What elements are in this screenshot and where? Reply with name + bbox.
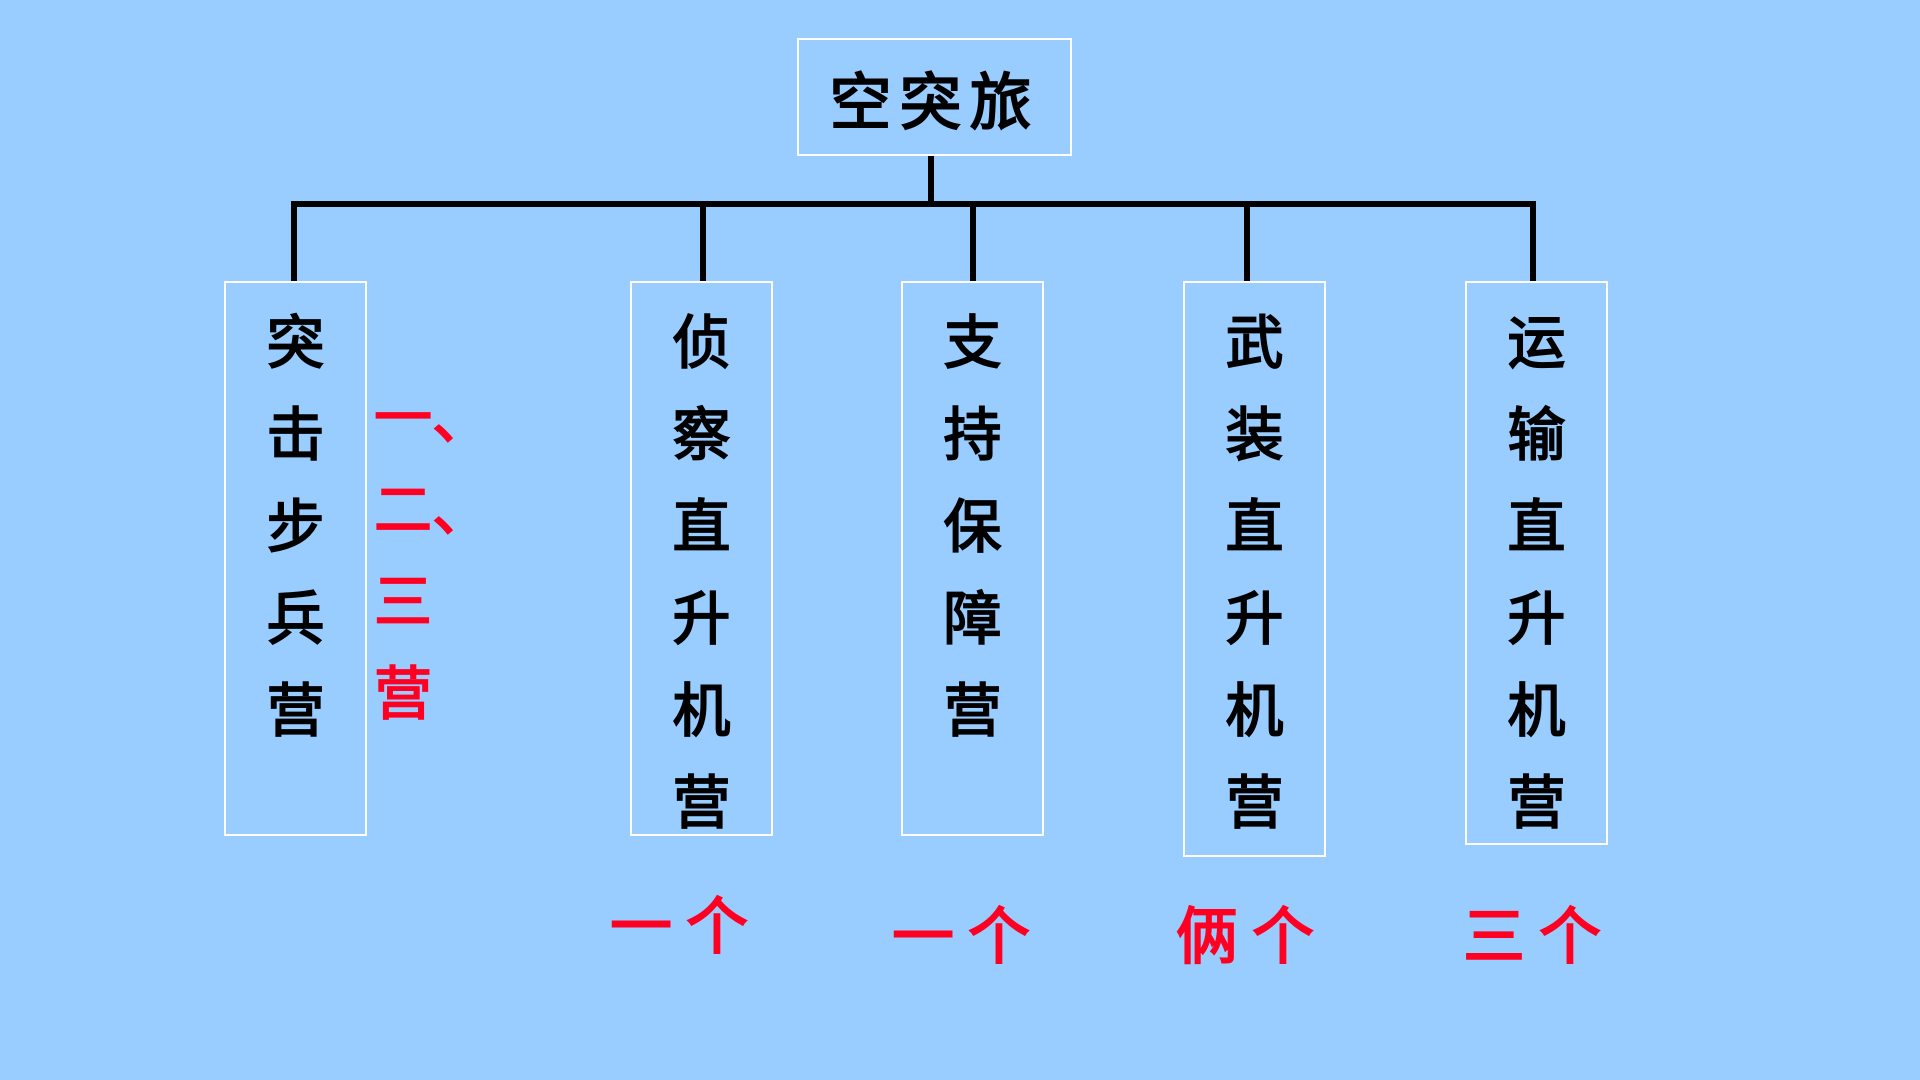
infantry-note-line: 三 bbox=[374, 568, 433, 636]
node-char: 步 bbox=[266, 493, 325, 561]
node-char: 升 bbox=[1507, 585, 1566, 653]
node-char: 武 bbox=[1225, 309, 1284, 377]
node-char: 输 bbox=[1507, 401, 1566, 469]
infantry-note-line: 营 bbox=[374, 660, 433, 728]
node-char: 运 bbox=[1507, 309, 1566, 377]
node-char: 侦 bbox=[672, 309, 731, 377]
infantry-battalion-note: 一、 二、 三 营 bbox=[374, 372, 490, 740]
node-char: 兵 bbox=[266, 585, 325, 653]
infantry-note-line: 二、 bbox=[374, 476, 491, 544]
child-node-armed-helicopter-battalion: 武 装 直 升 机 营 bbox=[1183, 281, 1326, 857]
node-char: 直 bbox=[672, 493, 731, 561]
node-char: 击 bbox=[266, 401, 325, 469]
node-char: 直 bbox=[1225, 493, 1284, 561]
node-char: 营 bbox=[266, 677, 325, 745]
transport-helicopter-count: 三个 bbox=[1463, 900, 1616, 973]
node-char: 障 bbox=[943, 585, 1002, 653]
node-char: 升 bbox=[672, 585, 731, 653]
node-char: 机 bbox=[1225, 677, 1284, 745]
node-char: 支 bbox=[943, 309, 1002, 377]
node-char: 机 bbox=[1507, 677, 1566, 745]
node-char: 营 bbox=[672, 769, 731, 837]
root-node-label: 空突旅 bbox=[829, 66, 1040, 139]
node-char: 直 bbox=[1507, 493, 1566, 561]
node-char: 营 bbox=[1507, 769, 1566, 837]
child-node-transport-helicopter-battalion: 运 输 直 升 机 营 bbox=[1465, 281, 1608, 845]
node-char: 察 bbox=[672, 401, 731, 469]
node-char: 装 bbox=[1225, 401, 1284, 469]
node-char: 营 bbox=[943, 677, 1002, 745]
node-char: 机 bbox=[672, 677, 731, 745]
node-char: 保 bbox=[943, 493, 1002, 561]
node-char: 突 bbox=[266, 309, 325, 377]
support-battalion-count: 一个 bbox=[892, 900, 1045, 973]
node-char: 营 bbox=[1225, 769, 1284, 837]
recon-helicopter-count: 一个 bbox=[610, 890, 763, 963]
infantry-note-line: 一、 bbox=[374, 384, 491, 452]
armed-helicopter-count: 俩个 bbox=[1176, 900, 1329, 973]
root-node-air-assault-brigade: 空突旅 bbox=[797, 38, 1072, 156]
child-node-assault-infantry-battalion: 突 击 步 兵 营 bbox=[224, 281, 367, 836]
child-node-support-battalion: 支 持 保 障 营 bbox=[901, 281, 1044, 836]
node-char: 升 bbox=[1225, 585, 1284, 653]
node-char: 持 bbox=[943, 401, 1002, 469]
child-node-recon-helicopter-battalion: 侦 察 直 升 机 营 bbox=[630, 281, 773, 837]
